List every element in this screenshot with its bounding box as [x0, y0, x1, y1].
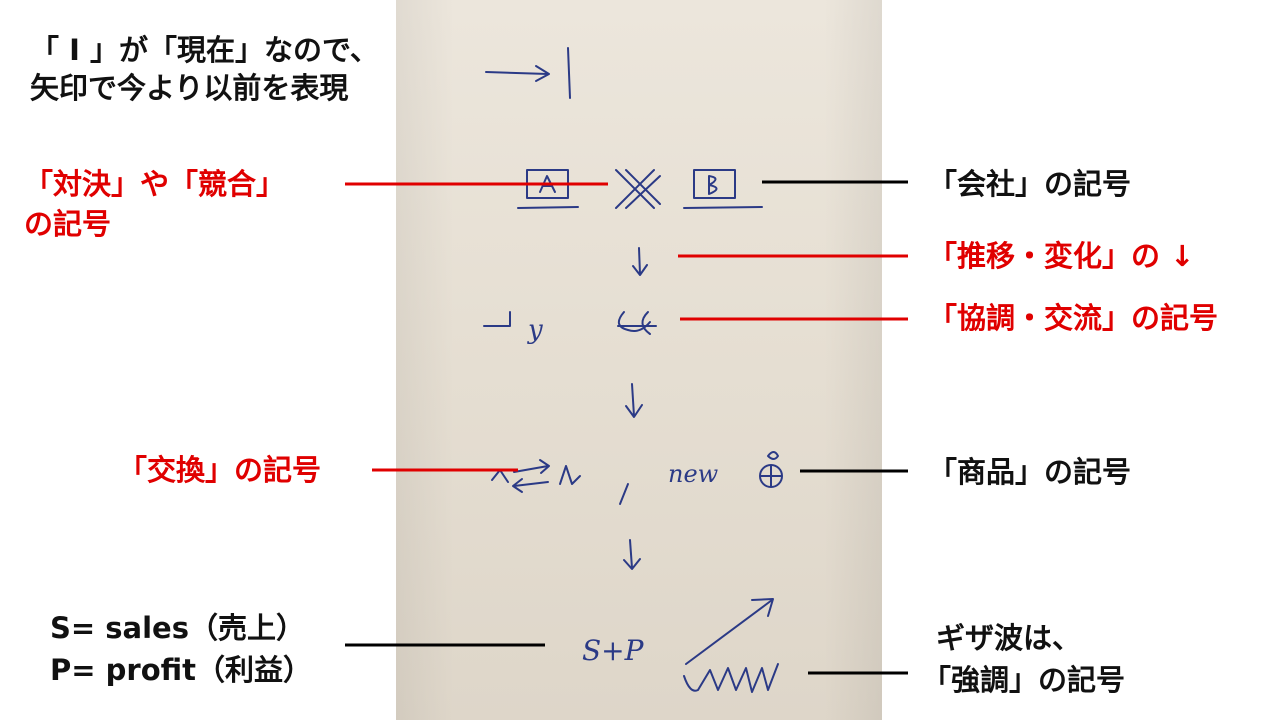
versus-label-line1: 「対決」や「競合」 [24, 167, 286, 201]
versus-x-sketch [615, 169, 661, 209]
down-arrow-3-sketch [623, 539, 641, 570]
new-text: new [668, 460, 719, 488]
y-text: y [527, 315, 543, 345]
arrow-to-present-sketch [485, 47, 571, 99]
company-a-sketch [517, 169, 579, 209]
intro-label-line1: 「 I 」が「現在」なので、 [30, 33, 379, 67]
exchange-sketch [491, 459, 629, 505]
rising-arrow-sketch [685, 598, 774, 665]
cooperation-label: 「協調・交流」の記号 [928, 301, 1219, 335]
versus-label-line2: の記号 [24, 207, 112, 241]
company-label: 「会社」の記号 [928, 167, 1132, 201]
change-label: 「推移・変化」の ↓ [928, 239, 1195, 273]
down-arrow-2-sketch [625, 383, 643, 418]
cooperation-row-sketch: y [483, 311, 657, 345]
zigzag-label-line2: 「強調」の記号 [922, 663, 1126, 697]
down-arrow-1-sketch [632, 247, 648, 276]
sp-label-line2: P= profit（利益） [50, 653, 312, 687]
paper-photo [396, 0, 882, 720]
sp-label-line1: S= sales（売上） [50, 611, 305, 645]
company-b-sketch [683, 169, 763, 209]
product-label: 「商品」の記号 [928, 455, 1132, 489]
zigzag-wave-sketch [683, 663, 779, 693]
exchange-label: 「交換」の記号 [118, 453, 322, 487]
new-product-sketch: new [668, 451, 783, 488]
sp-text: S+P [582, 634, 645, 667]
intro-label-line2: 矢印で今より以前を表現 [30, 71, 349, 105]
zigzag-label-line1: ギザ波は、 [936, 621, 1082, 655]
